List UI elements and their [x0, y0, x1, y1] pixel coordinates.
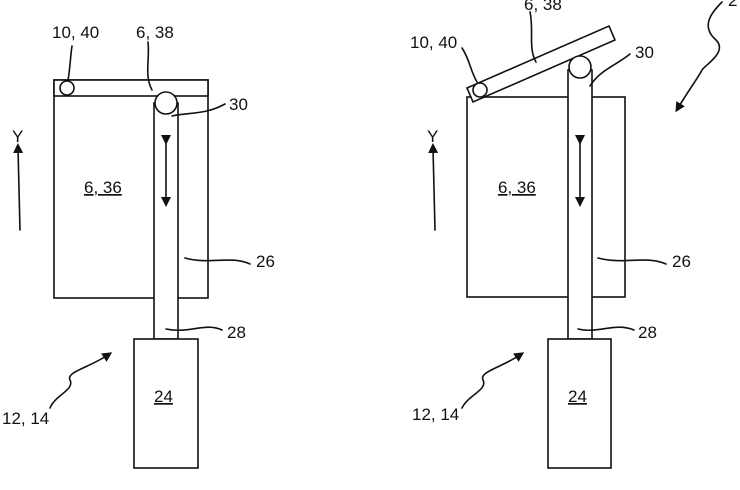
label-26: 26 — [672, 252, 691, 271]
hinge-10-40 — [59, 80, 75, 96]
label-28: 28 — [638, 323, 657, 342]
roller-30 — [568, 55, 592, 79]
housing-6-36 — [53, 79, 209, 299]
leader-10-40 — [67, 45, 73, 81]
label-24: 24 — [568, 387, 587, 406]
label-10-40: 10, 40 — [410, 33, 457, 52]
label-6-38: 6, 38 — [524, 0, 562, 14]
rod-26 — [153, 102, 179, 340]
y-axis-arrow — [13, 143, 24, 231]
label-2: 2 — [728, 0, 737, 10]
figure-right: 10, 40 6, 38 30 Y 6, 36 26 28 12, 14 24 … — [410, 0, 737, 469]
label-30: 30 — [229, 95, 248, 114]
cover-6-38-open — [465, 24, 617, 104]
label-y: Y — [12, 127, 23, 146]
leader-26 — [597, 257, 667, 265]
label-y: Y — [427, 127, 438, 146]
leader-26 — [184, 257, 251, 265]
label-12-14: 12, 14 — [2, 409, 49, 428]
leader-10-40 — [461, 47, 478, 83]
label-24: 24 — [154, 387, 173, 406]
label-30: 30 — [635, 43, 654, 62]
label-12-14: 12, 14 — [412, 405, 459, 424]
hinge-10-40 — [472, 82, 488, 98]
y-axis-arrow — [428, 143, 439, 231]
leader-28 — [577, 326, 635, 331]
label-26: 26 — [256, 252, 275, 271]
leader-28 — [165, 326, 223, 331]
rod-26 — [567, 69, 593, 340]
housing-6-36 — [466, 96, 626, 298]
leader-6-38 — [146, 41, 153, 91]
label-28: 28 — [227, 323, 246, 342]
cover-6-38-closed — [53, 79, 209, 97]
leader-12-14 — [49, 352, 113, 409]
roller-30 — [154, 91, 178, 115]
label-6-36: 6, 36 — [498, 178, 536, 197]
leader-2 — [675, 1, 723, 113]
drive-24 — [133, 338, 199, 469]
leader-12-14 — [461, 352, 525, 409]
leader-30 — [589, 53, 631, 87]
label-6-38: 6, 38 — [136, 23, 174, 42]
drive-24 — [547, 338, 612, 469]
label-6-36: 6, 36 — [84, 178, 122, 197]
label-10-40: 10, 40 — [52, 23, 99, 42]
figure-left: 10, 40 6, 38 30 Y 6, 36 26 28 12, 14 24 — [2, 23, 275, 469]
leader-30 — [171, 103, 226, 117]
leader-6-38 — [529, 11, 537, 63]
